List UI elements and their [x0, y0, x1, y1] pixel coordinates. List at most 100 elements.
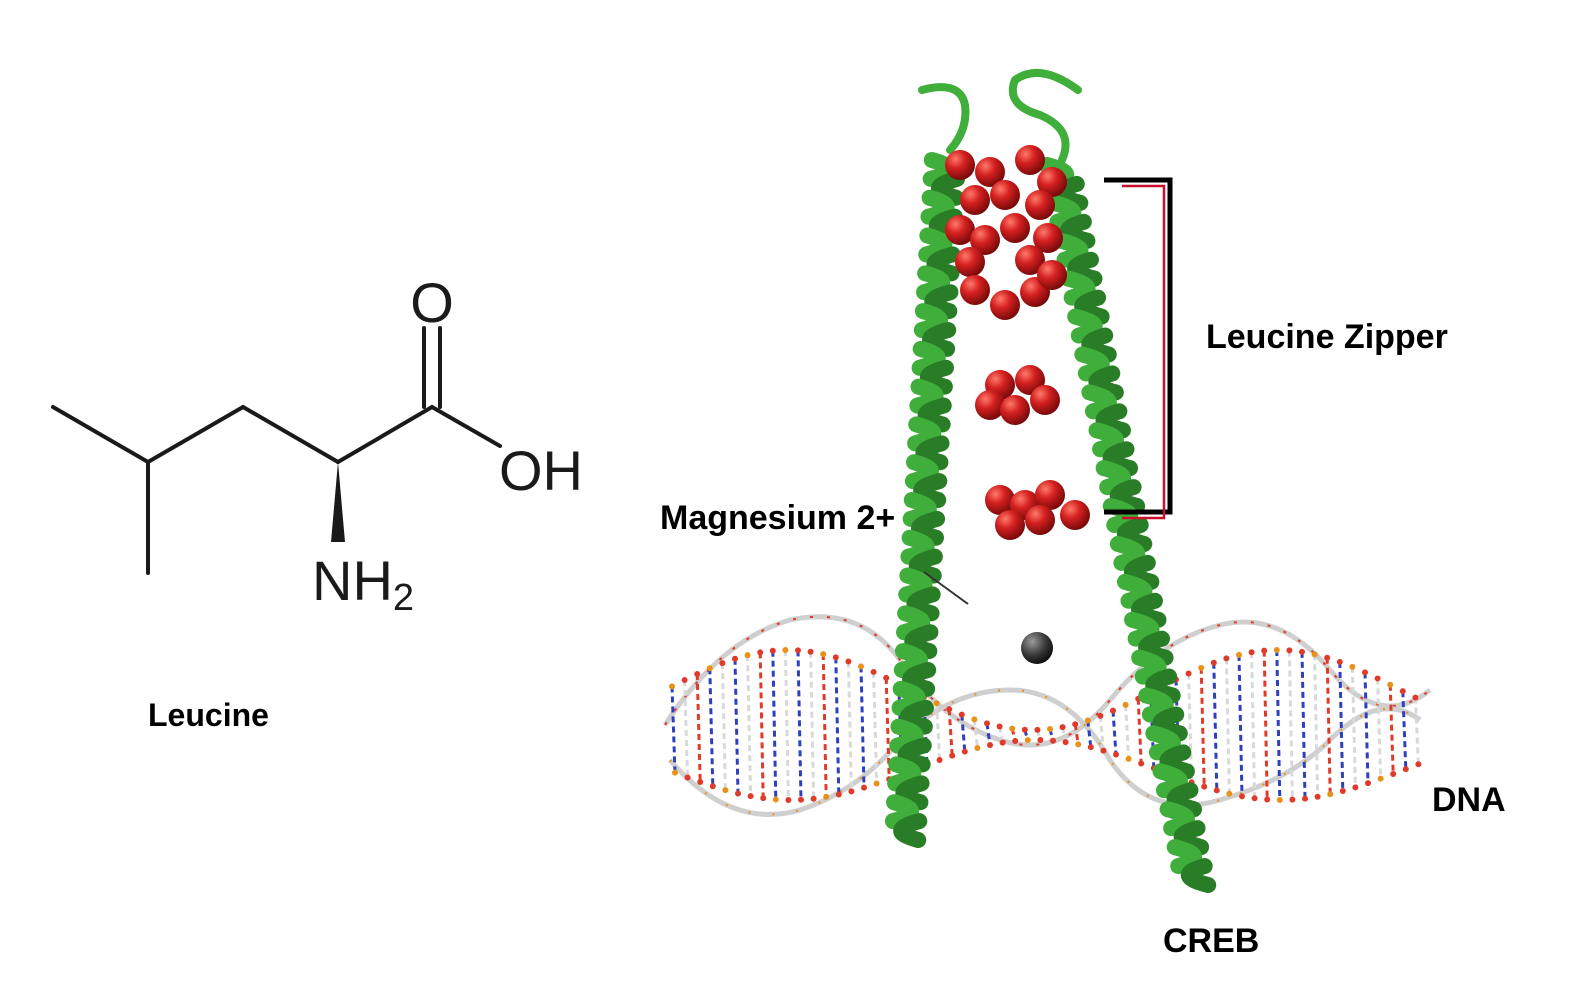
dna-phosphate — [1239, 793, 1245, 800]
dna-phosphate — [760, 795, 767, 802]
dna-phosphate — [1402, 766, 1409, 773]
helix-turn — [1081, 327, 1117, 363]
helix-turn — [1074, 289, 1110, 325]
zipper-bracket-icon — [1104, 177, 1173, 520]
dna-base-pair — [1124, 704, 1131, 759]
helix-turn — [1124, 611, 1160, 647]
dna-phosphate — [785, 796, 792, 803]
dna-base-pair — [1388, 684, 1395, 774]
helix-turn — [916, 265, 951, 301]
dna-phosphate — [1314, 793, 1321, 800]
dna-phosphate — [709, 783, 716, 790]
leucine-sphere — [995, 510, 1025, 540]
helix-turn — [893, 813, 928, 848]
amine-nh: NH — [312, 549, 393, 612]
creb-helix-icon — [884, 69, 1217, 893]
leucine-sphere — [990, 180, 1020, 210]
leucine-sphere — [1000, 213, 1030, 243]
dna-phosphate — [1201, 783, 1208, 790]
hydroxyl-label: OH — [499, 439, 583, 502]
leucine-sphere — [960, 185, 990, 215]
dna-phosphate — [1415, 761, 1422, 768]
leucine-sphere — [985, 485, 1015, 515]
dna-phosphate — [987, 742, 993, 749]
helix-turn — [1166, 782, 1202, 818]
helix-turn — [898, 567, 933, 603]
dna-phosphate — [1289, 796, 1296, 803]
dna-phosphate — [961, 748, 968, 755]
dna-phosphate — [681, 677, 688, 684]
dna-base-pair — [733, 658, 740, 794]
dna-base-pair — [1187, 673, 1194, 783]
helix-turn — [922, 322, 957, 357]
helix-turn — [1145, 668, 1181, 704]
dna-base-pair — [1098, 715, 1105, 751]
helix-turn — [1131, 649, 1167, 685]
dna-phosphate — [1113, 751, 1119, 758]
leucine-sphere — [960, 275, 990, 305]
dna-phosphate — [996, 723, 1003, 730]
dna-base-pair — [783, 649, 790, 801]
dna-phosphate — [958, 711, 965, 718]
helix-turn — [910, 510, 946, 546]
helix-turn — [904, 454, 940, 490]
dna-base-pair — [872, 671, 879, 784]
dna-phosphate — [974, 745, 981, 752]
dna-phosphate — [1362, 669, 1368, 676]
dna-phosphate — [1311, 651, 1318, 658]
helix-turn — [1145, 725, 1181, 761]
dna-phosphate — [1059, 724, 1066, 731]
dna-phosphate — [1009, 725, 1016, 732]
dna-base-pair — [947, 709, 954, 756]
helix-turn — [889, 718, 924, 754]
dna-base-pair — [972, 719, 979, 749]
leucine-sphere-cluster — [945, 145, 1090, 540]
dna-base-pair — [746, 655, 753, 797]
helix-turn — [904, 624, 939, 660]
dna-phosphate — [936, 757, 943, 764]
helix-turn — [1123, 554, 1160, 590]
helix-turn — [1053, 232, 1089, 268]
dna-phosphate — [1034, 726, 1041, 733]
dna-phosphate — [1024, 737, 1031, 744]
dna-phosphate — [735, 790, 741, 797]
dna-phosphate — [795, 647, 801, 654]
dna-phosphate — [722, 787, 729, 794]
dna-base-pair — [859, 666, 866, 788]
leucine-sphere — [1030, 385, 1060, 415]
helix-turn — [1060, 270, 1096, 306]
dna-phosphate — [832, 654, 839, 661]
helix-turn — [891, 680, 926, 716]
dna-base-pair — [1275, 649, 1282, 801]
leucine-sphere — [1015, 245, 1045, 275]
dna-phosphate — [744, 652, 751, 659]
leucine-sphere — [1033, 223, 1063, 253]
dna-phosphate — [870, 668, 877, 675]
dna-phosphate — [672, 769, 678, 776]
dna-phosphate — [823, 793, 830, 800]
helix-turn — [1095, 460, 1132, 496]
leucine-sphere — [1035, 480, 1065, 510]
dna-phosphate — [1072, 721, 1079, 728]
helix-turn — [902, 492, 937, 527]
leucine-sphere — [1000, 395, 1030, 425]
dna-base-pair — [821, 654, 828, 797]
dna-base-pair — [1250, 652, 1257, 799]
dna-phosphate — [1210, 659, 1217, 666]
dna-phosphate — [1327, 791, 1334, 798]
helix-turn — [915, 435, 950, 471]
dna-phosphate — [1047, 726, 1053, 733]
helix-turn — [1152, 763, 1188, 799]
leucine-sphere — [1060, 500, 1090, 530]
helix-turn — [1081, 384, 1117, 420]
leucine-structure-icon — [51, 326, 502, 575]
helix-turn — [1109, 479, 1146, 515]
magnesium-pointer-line — [923, 571, 969, 605]
dna-phosphate — [1251, 795, 1258, 802]
dna-base-pair — [796, 650, 803, 800]
helix-turn — [1138, 630, 1174, 666]
dna-base-pair — [771, 650, 778, 800]
dna-base-pair — [1350, 666, 1357, 788]
helix-turn — [1159, 801, 1195, 837]
